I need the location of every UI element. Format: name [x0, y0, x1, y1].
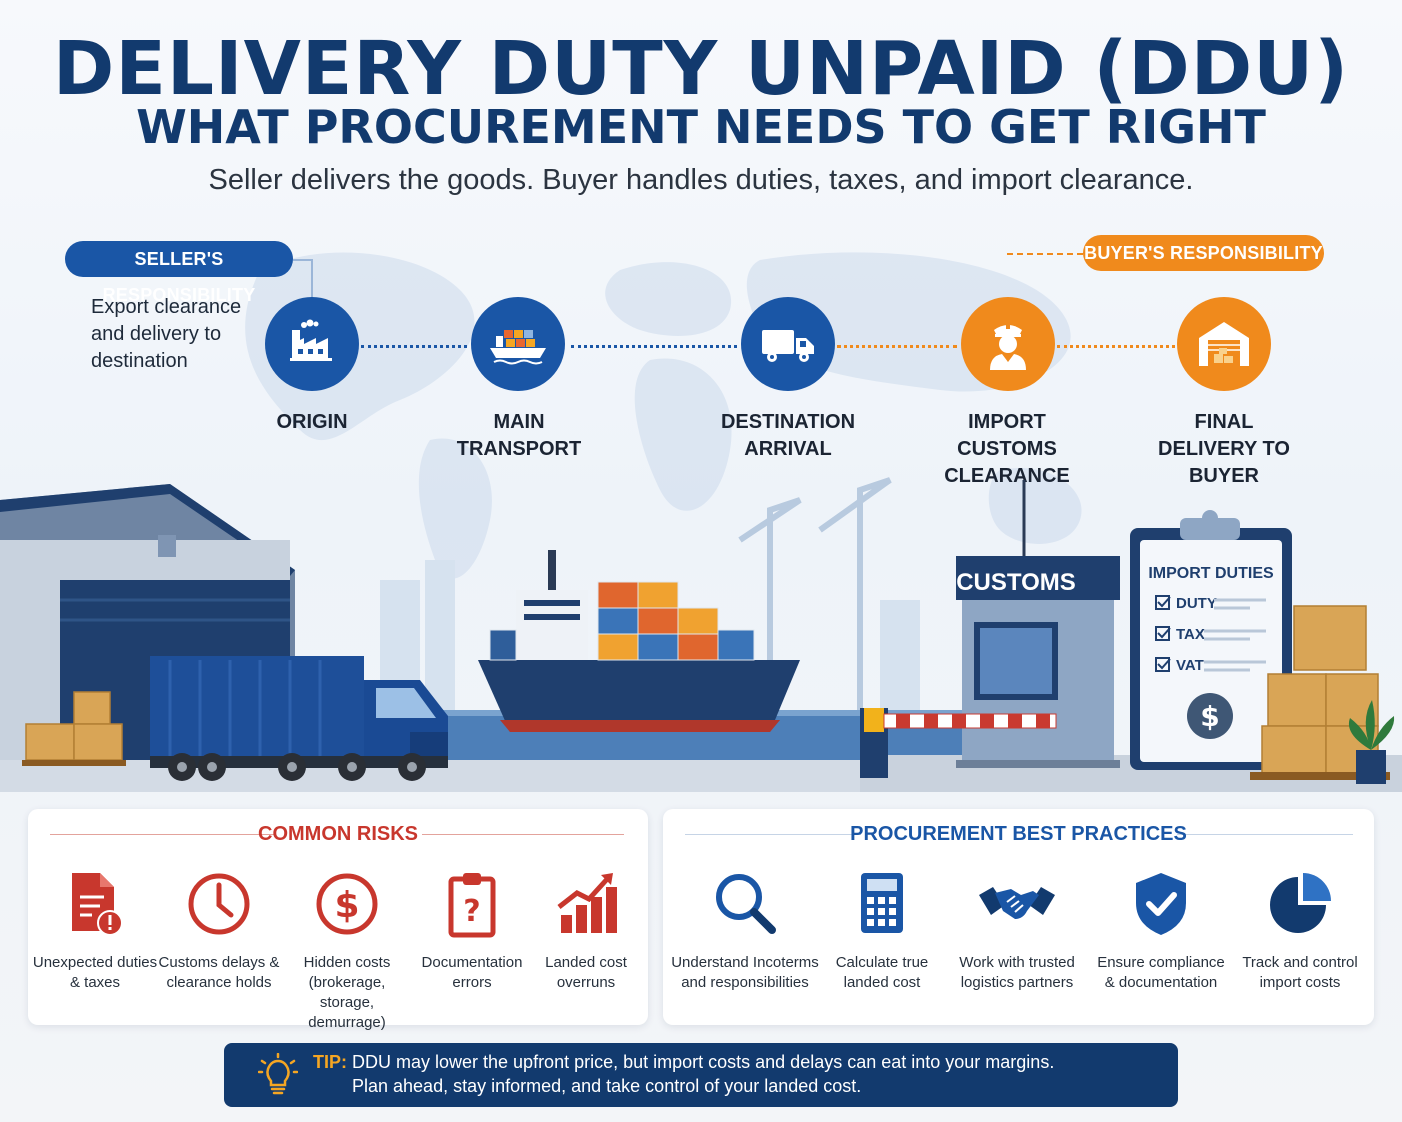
tip-banner: TIP: DDU may lower the upfront price, bu…: [224, 1043, 1178, 1107]
risk-label: Customs delays & clearance holds: [158, 954, 280, 991]
dollar-coin-icon: $: [316, 873, 378, 935]
buyer-dashed-line: [1007, 253, 1083, 255]
practice-label: Understand Incoterms and responsibilitie…: [671, 954, 819, 991]
clipboard-question-icon: ?: [448, 873, 496, 938]
rising-chart-icon: [557, 873, 617, 933]
seller-note: Export clearance and delivery to destina…: [91, 296, 242, 372]
risk-label: Documentation errors: [421, 954, 523, 991]
risk-label: Unexpected duties & taxes: [32, 954, 158, 991]
warehouse-icon: [1199, 322, 1249, 366]
divider: [422, 834, 624, 835]
practice-item: Track and control import costs: [1235, 869, 1365, 993]
step-label-origin: ORIGIN: [276, 411, 348, 433]
factory-icon: [290, 319, 332, 361]
step-label-import-customs: IMPORT CUSTOMS CLEARANCE: [944, 411, 1070, 487]
buyer-responsibility-badge: BUYER'S RESPONSIBILITY: [1083, 235, 1324, 271]
clipboard-title: IMPORT DUTIES: [1148, 565, 1274, 582]
timeline-step-origin: [265, 297, 359, 391]
practice-label: Calculate true landed cost: [835, 954, 929, 991]
customs-officer-icon: [990, 325, 1026, 370]
timeline-connector: [361, 345, 467, 348]
timeline-connector: [837, 345, 957, 348]
clipboard-item-tax: TAX: [1176, 626, 1205, 643]
timeline-step-final-delivery: [1177, 297, 1271, 391]
risk-item: Landed cost overruns: [521, 869, 651, 993]
practice-item: Ensure compliance & documentation: [1093, 869, 1229, 993]
risk-item: $ Hidden costs (brokerage, storage, demu…: [282, 869, 412, 1033]
seller-connector-line: [293, 259, 313, 307]
calculator-icon: [861, 873, 903, 933]
practice-item: Calculate true landed cost: [817, 869, 947, 993]
magnifier-icon: [716, 874, 776, 934]
tip-text-line-2: Plan ahead, stay informed, and take cont…: [352, 1076, 862, 1096]
practice-label: Work with trusted logistics partners: [959, 954, 1075, 991]
practice-label: Track and control import costs: [1242, 954, 1358, 991]
lightbulb-icon: [258, 1053, 298, 1095]
clipboard-item-vat: VAT: [1176, 657, 1204, 674]
divider: [1177, 834, 1353, 835]
timeline-step-import-customs: [961, 297, 1055, 391]
shield-check-icon: [1136, 873, 1186, 935]
pie-chart-icon: [1270, 873, 1331, 933]
step-label-main-transport: MAIN TRANSPORT: [456, 411, 582, 460]
clipboard-item-duty: DUTY: [1176, 595, 1217, 612]
timeline-connector: [1057, 345, 1175, 348]
logistics-scene-illustration: CUSTOMS IMPORT DUTIES DUTY TAX VAT $: [0, 477, 1402, 792]
svg-text:$: $: [334, 885, 359, 926]
page-title: DELIVERY DUTY UNPAID (DDU): [52, 26, 1350, 112]
document-warning-icon: [72, 873, 123, 936]
svg-text:?: ?: [463, 894, 480, 929]
risk-label: Landed cost overruns: [545, 954, 627, 991]
clock-icon: [188, 873, 250, 935]
tagline: Seller delivers the goods. Buyer handles…: [208, 164, 1194, 196]
common-risks-card: COMMON RISKS Unexpected duties & taxes C…: [28, 809, 651, 1031]
customs-sign: CUSTOMS: [956, 569, 1076, 596]
handshake-icon: [979, 887, 1055, 919]
truck-icon: [762, 330, 814, 362]
cargo-ship-icon: [490, 330, 546, 365]
timeline-step-main-transport: [471, 297, 565, 391]
risk-item: Customs delays & clearance holds: [154, 869, 284, 993]
risk-item: Unexpected duties & taxes: [30, 869, 160, 993]
tip-text-line-1: DDU may lower the upfront price, but imp…: [352, 1052, 1055, 1072]
divider: [685, 834, 861, 835]
risk-label: Hidden costs (brokerage, storage, demurr…: [303, 954, 391, 1031]
step-label-destination-arrival: DESTINATION ARRIVAL: [720, 411, 856, 460]
divider: [50, 834, 274, 835]
practice-label: Ensure compliance & documentation: [1097, 954, 1225, 991]
page-subtitle: WHAT PROCUREMENT NEEDS TO GET RIGHT: [136, 100, 1266, 154]
practice-item: Understand Incoterms and responsibilitie…: [669, 869, 821, 993]
svg-text:$: $: [1200, 700, 1219, 733]
seller-responsibility-badge: SELLER'S RESPONSIBILITY: [65, 241, 293, 305]
tip-label: TIP:: [313, 1052, 347, 1072]
best-practices-card: PROCUREMENT BEST PRACTICES Understand In…: [663, 809, 1374, 1025]
risk-item: ? Documentation errors: [407, 869, 537, 993]
practice-item: Work with trusted logistics partners: [950, 869, 1084, 993]
timeline-step-destination-arrival: [741, 297, 835, 391]
timeline-connector: [571, 345, 737, 348]
step-label-final-delivery: FINAL DELIVERY TO BUYER: [1158, 411, 1290, 487]
common-risks-title: COMMON RISKS: [258, 823, 418, 845]
best-practices-title: PROCUREMENT BEST PRACTICES: [850, 823, 1187, 845]
